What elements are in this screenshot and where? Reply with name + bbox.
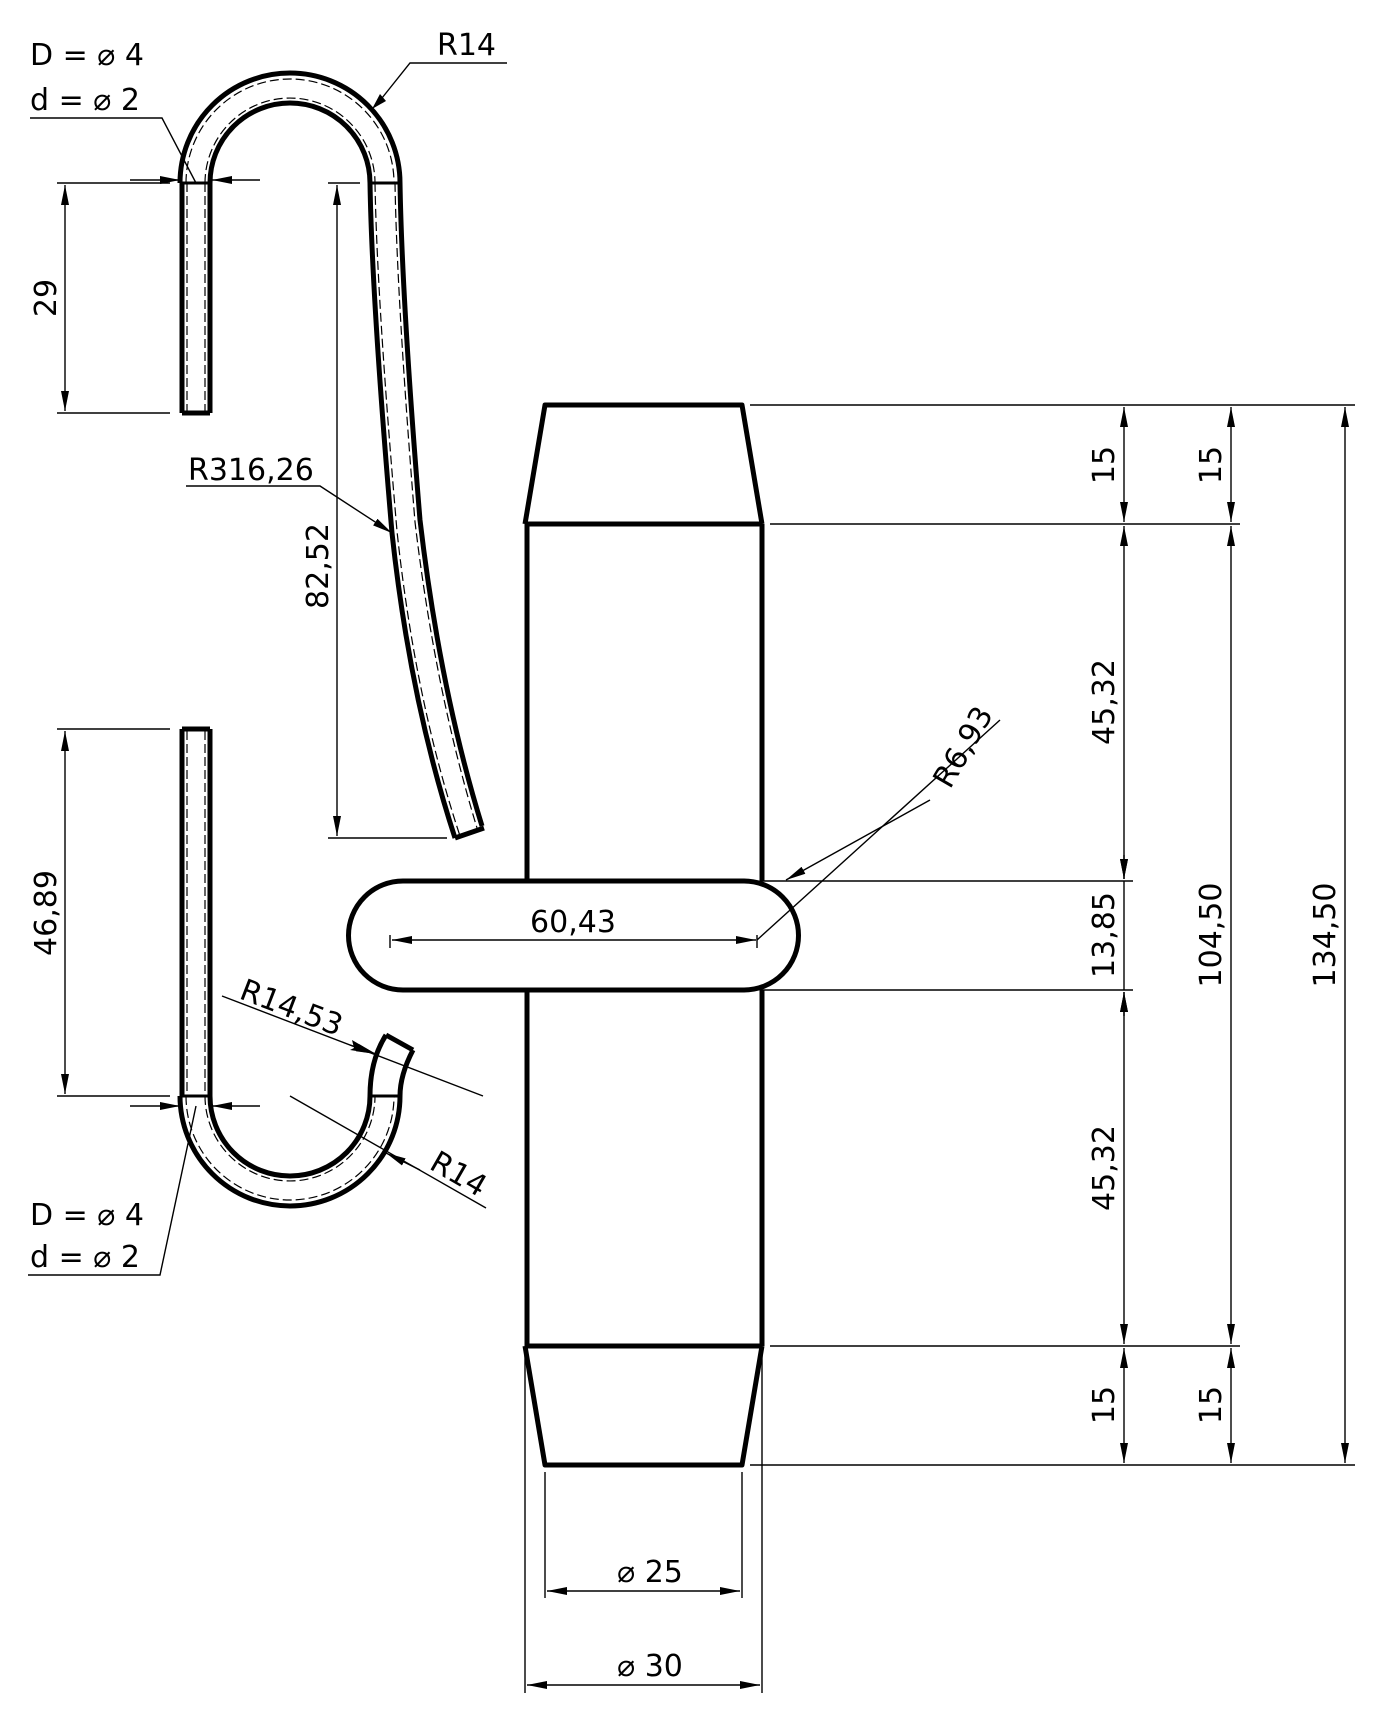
body-lower-label: 45,32 (1087, 1125, 1122, 1211)
bottom-inner-diameter-note: d = ⌀ 2 (30, 1240, 140, 1275)
top-inner-diameter-note: d = ⌀ 2 (30, 83, 140, 118)
curved-leg-height-label: 82,52 (301, 523, 336, 609)
upper-bend (177, 70, 403, 185)
curved-leg-radius-label: R316,26 (188, 453, 314, 488)
upper-straight-leg (179, 181, 213, 416)
bottom-bend-radius-label: R14 (424, 1145, 493, 1205)
slot-end-radius-label: R6,93 (927, 701, 1001, 794)
lower-bend (177, 1032, 416, 1209)
taper-bottom-overall-label: 15 (1194, 1386, 1229, 1424)
dimension-labels: D = ⌀ 4 d = ⌀ 2 R14 29 R316,26 82,52 46,… (29, 28, 1343, 1684)
body-diameter-label: ⌀ 30 (617, 1649, 683, 1684)
handle-dimensions (389, 404, 1355, 1693)
lower-leg-length-label: 46,89 (29, 870, 64, 956)
taper-top-label: 15 (1087, 446, 1122, 484)
bottom-outer-diameter-note: D = ⌀ 4 (30, 1198, 144, 1233)
taper-bottom-label: 15 (1087, 1386, 1122, 1424)
slot-length-label: 60,43 (530, 905, 616, 940)
lower-straight-leg (179, 726, 213, 1098)
taper-top-overall-label: 15 (1194, 446, 1229, 484)
straight-leg-length-label: 29 (29, 279, 64, 317)
total-length-label: 134,50 (1308, 883, 1343, 988)
tip-radius-label: R14,53 (235, 973, 347, 1044)
body-upper-label: 45,32 (1087, 659, 1122, 745)
slot-width-label: 13,85 (1087, 892, 1122, 978)
curved-long-leg (367, 182, 485, 841)
end-diameter-label: ⌀ 25 (617, 1555, 683, 1590)
top-bend-radius-label: R14 (437, 28, 496, 63)
handle (346, 402, 801, 1468)
body-length-label: 104,50 (1194, 883, 1229, 988)
top-outer-diameter-note: D = ⌀ 4 (30, 38, 144, 73)
s-hook-annotations (28, 62, 507, 1276)
